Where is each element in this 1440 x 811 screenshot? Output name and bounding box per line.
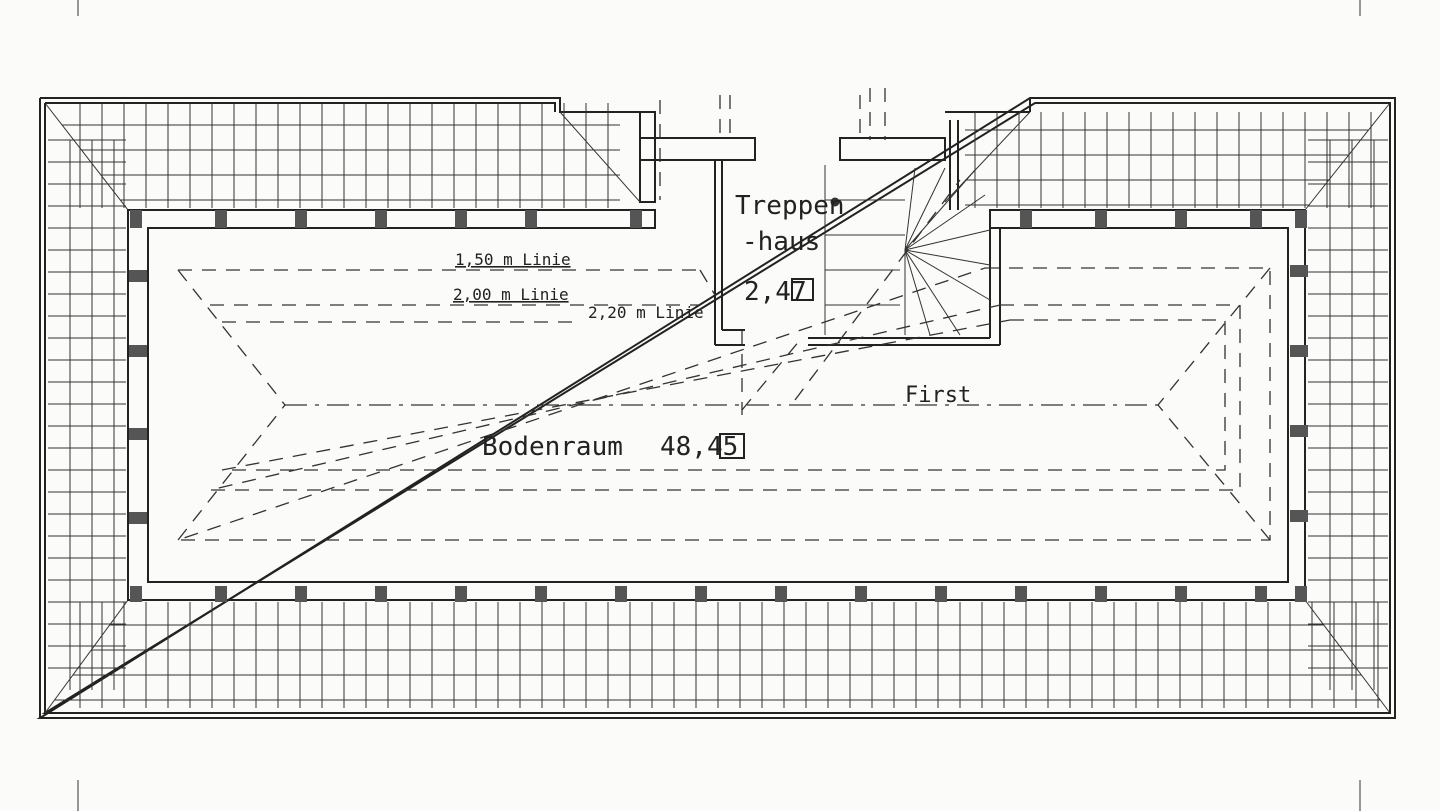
wall-pillar xyxy=(630,210,642,228)
wall-pillar xyxy=(1290,425,1308,437)
margin-ticks xyxy=(77,0,1361,811)
line-200-label: 2,00 m Linie xyxy=(453,285,569,304)
stairwell xyxy=(639,120,1001,346)
wall-pillar xyxy=(935,586,947,602)
wall-pillar xyxy=(130,210,142,228)
stair-title-line-1: Treppen xyxy=(735,191,845,221)
wall-pillar xyxy=(535,586,547,602)
wall-pillar xyxy=(1015,586,1027,602)
wall-pillar xyxy=(455,586,467,602)
wall-pillar xyxy=(215,586,227,602)
roof-tiles-right xyxy=(1308,139,1388,690)
wall-pillar xyxy=(129,512,147,524)
wall-pillar xyxy=(1020,210,1032,228)
roof-tiles-top-right xyxy=(965,112,1372,208)
stair-area-value: 2,47 xyxy=(744,277,807,307)
wall-pillar xyxy=(1175,586,1187,602)
wall-pillar xyxy=(375,586,387,602)
stair-title-line-2: -haus xyxy=(742,227,820,257)
wall-pillar xyxy=(855,586,867,602)
wall-pillar xyxy=(129,428,147,440)
wall-pillar xyxy=(129,270,147,282)
roof-tiles-bottom xyxy=(54,602,1381,708)
wall-pillar xyxy=(215,210,227,228)
wall-pillar xyxy=(295,586,307,602)
line-220-label: 2,20 m Linie xyxy=(588,303,704,322)
wall-pillar xyxy=(1295,586,1307,602)
stair-treads xyxy=(824,165,991,336)
wall-pillar xyxy=(1095,586,1107,602)
wall-pillar xyxy=(455,210,467,228)
square-meter-box-icon xyxy=(791,278,814,301)
square-meter-box-icon xyxy=(719,433,745,459)
attic-label-group: Bodenraum 48,45 xyxy=(482,432,745,462)
wall-pillar xyxy=(295,210,307,228)
wall-pillar xyxy=(1290,345,1308,357)
wall-pillar xyxy=(615,586,627,602)
stair-label-group: Treppen -haus 2,47 xyxy=(735,191,845,307)
roof-tiles-top-left xyxy=(62,103,620,208)
wall-pillar xyxy=(1255,586,1267,602)
wall-pillar xyxy=(1175,210,1187,228)
wall-pillar xyxy=(1295,210,1307,228)
wall-pillar xyxy=(1095,210,1107,228)
wall-pillar xyxy=(1290,510,1308,522)
wall-pillar xyxy=(775,586,787,602)
wall-pillar xyxy=(375,210,387,228)
wall-pillar xyxy=(130,586,142,602)
wall-pillar xyxy=(1290,265,1308,277)
wall-pillar xyxy=(129,345,147,357)
wall-pillars xyxy=(129,210,1308,602)
ridge-label: First xyxy=(905,383,971,408)
wall-pillar xyxy=(525,210,537,228)
line-150-label: 1,50 m Linie xyxy=(455,250,571,269)
stair-dashed-lines xyxy=(659,88,961,415)
attic-name: Bodenraum xyxy=(482,432,623,462)
wall-pillar xyxy=(1250,210,1262,228)
wall-pillar xyxy=(695,586,707,602)
head-height-lines xyxy=(177,267,1271,541)
roof-tiles-left xyxy=(48,139,126,690)
